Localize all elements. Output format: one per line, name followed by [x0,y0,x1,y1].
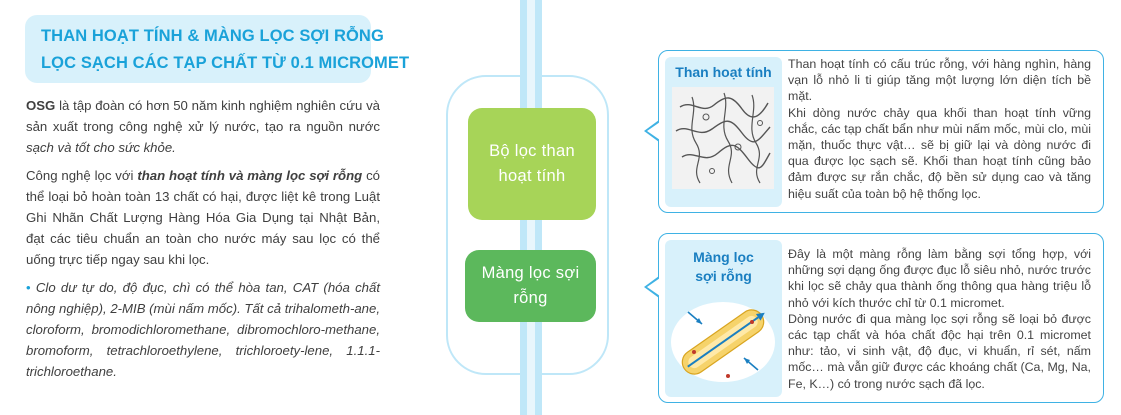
contaminant-list-text: Clo dư tự do, độ đục, chì có thể hòa tan… [26,280,381,379]
intro-p2-text-c: có thể loại bỏ hoàn toàn 13 chất có hại,… [26,168,381,267]
carbon-filter-block: Bộ lọc than hoạt tính [468,108,596,220]
intro-p2-emphasis: than hoạt tính và màng lọc sợi rỗng [137,168,363,184]
callout1-pointer-inner [647,122,660,140]
intro-p1-emphasis: sạch và tốt cho sức khỏe. [26,139,176,155]
membrane-callout-title: Màng lọc sợi rỗng [665,248,782,286]
intro-p1-text: là tập đoàn có hơn 50 năm kinh nghiệm ng… [26,98,380,134]
header-banner: THAN HOẠT TÍNH & MÀNG LỌC SỢI RỖNG LỌC S… [25,15,409,83]
bullet-icon: • [26,280,31,296]
intro-text: OSG là tập đoàn có hơn 50 năm kinh nghiệ… [26,96,380,390]
membrane-filter-block: Màng lọc sợi rỗng [465,250,596,322]
membrane-callout-text: Đây là một màng rỗng làm bằng sợi tổng h… [788,247,1091,391]
intro-paragraph-1: OSG là tập đoàn có hơn 50 năm kinh nghiệ… [26,96,380,158]
intro-p2-text-a: Công nghệ lọc với [26,168,138,184]
hollow-fiber-diagram-icon [671,302,775,382]
intro-paragraph-2: Công nghệ lọc với than hoạt tính và màng… [26,166,380,270]
carbon-callout-text: Than hoạt tính có cấu trúc rỗng, với hàn… [788,57,1091,201]
callout2-pointer-inner [647,278,660,296]
contaminant-list: • Clo dư tự do, độ đục, chì có thể hòa t… [26,278,380,382]
header-title-line2: LỌC SẠCH CÁC TẠP CHẤT TỪ 0.1 MICROMET [41,54,410,72]
header-title-line1: THAN HOẠT TÍNH & MÀNG LỌC SỢI RỖNG [41,27,384,45]
carbon-filter-label: Bộ lọc than hoạt tính [489,142,575,185]
membrane-callout-title-text: Màng lọc sợi rỗng [693,249,754,284]
carbon-callout-title: Than hoạt tính [675,64,772,80]
brand-name: OSG [26,98,56,113]
carbon-pore-diagram-icon [672,87,774,189]
membrane-filter-label: Màng lọc sợi rỗng [481,264,580,307]
